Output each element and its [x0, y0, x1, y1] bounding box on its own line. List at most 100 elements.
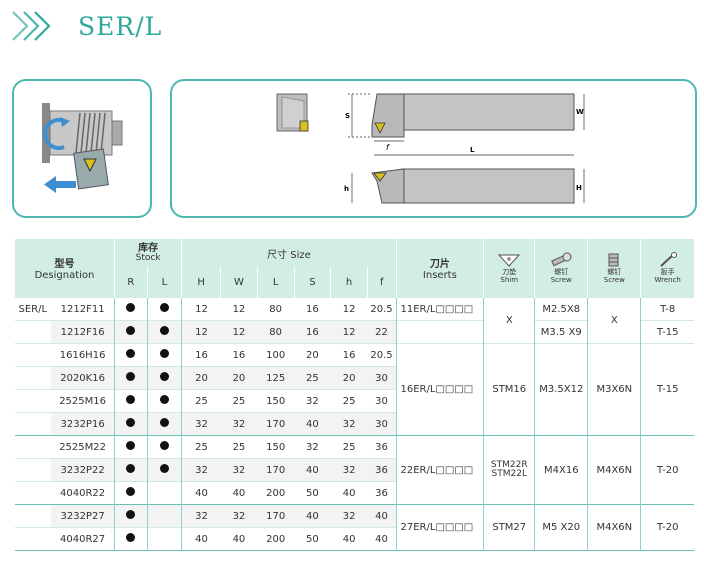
stock-l-cell	[146, 458, 182, 482]
stock-r-cell	[113, 366, 148, 390]
screw2-cell: M3X6N	[587, 343, 641, 436]
page-title: SER/L	[78, 11, 163, 41]
screw-icon	[551, 252, 572, 267]
dim-W-cell: 32	[220, 504, 258, 528]
designation-prefix	[14, 527, 52, 551]
screw1-cell: M3.5X12	[534, 343, 588, 436]
dim-L-cell: 125	[257, 366, 295, 390]
dim-H-cell: 32	[181, 504, 221, 528]
dim-L-header: L	[256, 267, 295, 298]
stock-r-cell	[113, 320, 148, 344]
in-stock-dot-icon	[126, 326, 136, 335]
stock-r-cell	[113, 458, 148, 482]
dim-h-cell: 25	[330, 389, 368, 413]
stock-r-cell	[113, 389, 148, 413]
screw1-cell: M3.5 X9	[534, 320, 588, 344]
stock-l-cell	[146, 481, 182, 505]
insert-cell: 11ER/L□□□□	[395, 297, 484, 321]
dim-W-cell: 32	[220, 412, 258, 436]
dim-S-cell: 25	[294, 366, 331, 390]
dimension-drawing-panel: S W f L h H	[170, 79, 697, 218]
dim-f-cell: 36	[367, 435, 397, 459]
dim-f-cell: 40	[367, 504, 397, 528]
stock-l-cell	[146, 504, 182, 528]
in-stock-dot-icon	[126, 349, 136, 358]
stock-l-cell	[146, 366, 182, 390]
dim-s-label: S	[345, 112, 350, 120]
designation-prefix	[14, 366, 52, 390]
stock-r-header: R	[113, 267, 148, 298]
dim-S-header: S	[293, 267, 331, 298]
chevron-right-icon	[12, 11, 51, 41]
dim-H-cell: 32	[181, 412, 221, 436]
insert-cell-empty	[395, 320, 484, 344]
dim-h-cell: 12	[330, 297, 368, 321]
designation-prefix	[14, 343, 52, 367]
in-stock-dot-icon	[126, 418, 136, 427]
screw1-cell: M2.5X8	[534, 297, 588, 321]
dim-h-cell: 32	[330, 504, 368, 528]
in-stock-dot-icon	[126, 395, 136, 404]
designation-prefix	[14, 412, 52, 436]
dim-H-label: H	[576, 184, 582, 192]
in-stock-dot-icon	[159, 418, 169, 427]
shim-r-label: STM22R	[490, 460, 528, 470]
stock-l-cell	[146, 435, 182, 459]
dim-h-cell: 32	[330, 458, 368, 482]
dim-w-label: W	[576, 108, 584, 116]
screw1-cell: M5 X20	[534, 504, 588, 551]
screw2-cell: X	[587, 297, 641, 344]
dim-H-cell: 16	[181, 343, 221, 367]
screw1-cell: M4X16	[534, 435, 588, 505]
dim-L-cell: 200	[257, 527, 295, 551]
dim-S-cell: 32	[294, 435, 331, 459]
dim-S-cell: 40	[294, 412, 331, 436]
stock-r-cell	[113, 343, 148, 367]
wrench-cell: T-15	[640, 320, 694, 344]
screw2-cell: M4X6N	[587, 435, 641, 505]
machining-illustration-panel	[12, 79, 152, 218]
stock-l-header: L	[146, 267, 182, 298]
dim-h-cell: 12	[330, 320, 368, 344]
dim-f-cell: 30	[367, 389, 397, 413]
dim-f-cell: 30	[367, 366, 397, 390]
size-header: 尺寸 Size	[181, 239, 397, 267]
dim-f-cell: 30	[367, 412, 397, 436]
stock-l-cell	[146, 527, 182, 551]
dim-f-cell: 36	[367, 481, 397, 505]
dim-h-cell: 40	[330, 527, 368, 551]
designation-prefix	[14, 481, 52, 505]
in-stock-dot-icon	[159, 326, 169, 335]
designation-code: 3232P16	[51, 412, 115, 436]
dim-S-cell: 40	[294, 458, 331, 482]
designation-prefix: SER/L	[14, 297, 52, 321]
wrench-cell: T-15	[640, 343, 694, 436]
in-stock-dot-icon	[126, 464, 136, 473]
dim-f-cell: 40	[367, 527, 397, 551]
dim-H-cell: 40	[181, 481, 221, 505]
designation-code: 2020K16	[51, 366, 115, 390]
dim-S-cell: 40	[294, 504, 331, 528]
dim-L-cell: 100	[257, 343, 295, 367]
dim-W-cell: 25	[220, 389, 258, 413]
designation-code: 4040R27	[51, 527, 115, 551]
wrench-cell: T-20	[640, 504, 694, 551]
dim-S-cell: 20	[294, 343, 331, 367]
dim-W-cell: 40	[220, 527, 258, 551]
designation-code: 2525M16	[51, 389, 115, 413]
dim-W-cell: 16	[220, 343, 258, 367]
in-stock-dot-icon	[159, 349, 169, 358]
in-stock-dot-icon	[126, 441, 136, 450]
dim-H-cell: 32	[181, 458, 221, 482]
in-stock-dot-icon	[159, 395, 169, 404]
in-stock-dot-icon	[126, 303, 136, 312]
in-stock-dot-icon	[126, 487, 136, 496]
